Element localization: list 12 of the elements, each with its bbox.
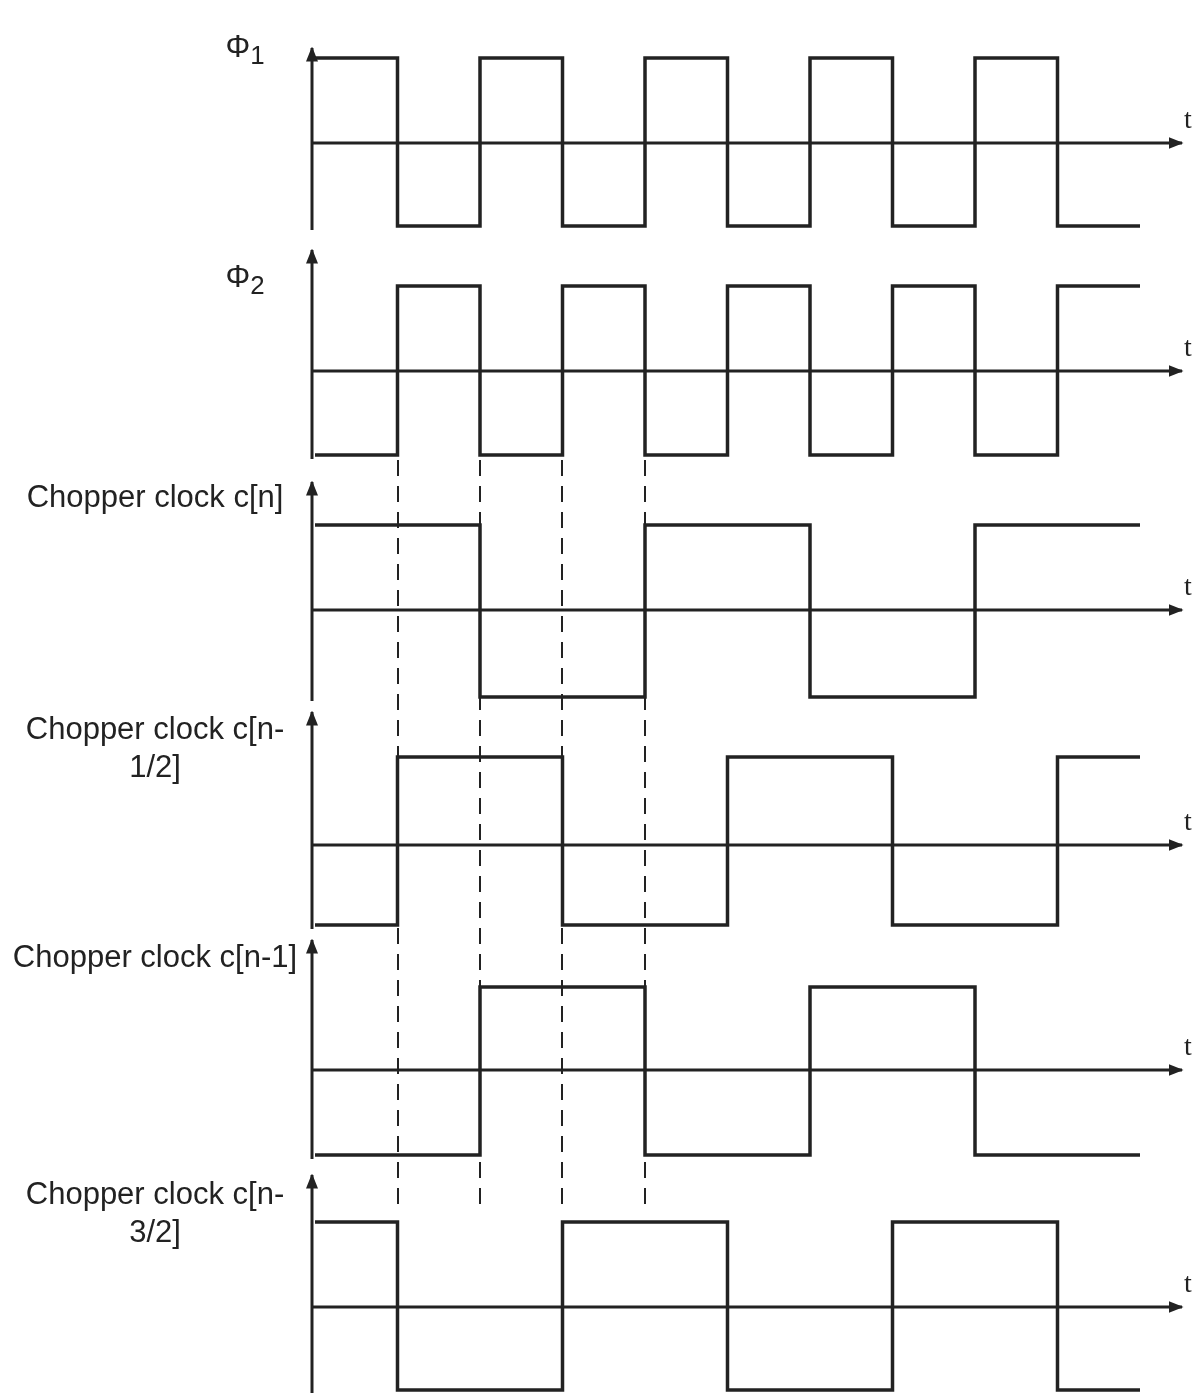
signal-label: Φ$_{2}$ — [224, 258, 266, 302]
axis-label: t — [1184, 1267, 1192, 1299]
axis-label: t — [1184, 103, 1192, 135]
signal-label: Chopper clock c[n-1] — [11, 938, 299, 976]
axis-label: t — [1184, 570, 1192, 602]
signal-label: Chopper clock c[n] — [25, 478, 285, 516]
axis-label: t — [1184, 331, 1192, 363]
axis-label: t — [1184, 805, 1192, 837]
axis-label: t — [1184, 1030, 1192, 1062]
signal-label: Chopper clock c[n-3/2] — [24, 1175, 286, 1251]
signal-label: Chopper clock c[n-1/2] — [24, 710, 286, 786]
signal-label: Φ$_{1}$ — [224, 28, 266, 72]
